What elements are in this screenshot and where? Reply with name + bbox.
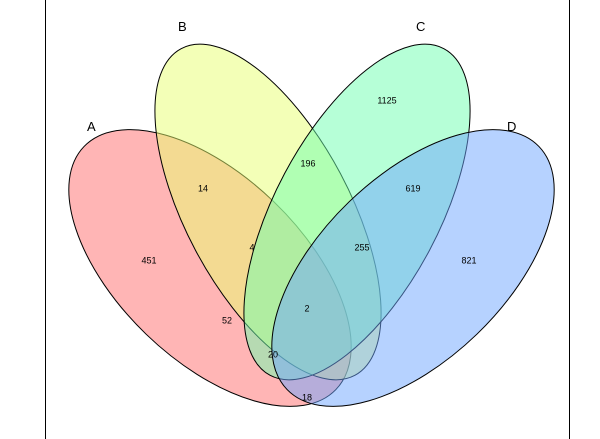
set-d-label: D xyxy=(507,119,516,134)
region-d-only-count: 821 xyxy=(461,255,476,265)
set-d-ellipse xyxy=(271,129,555,407)
region-acd-count: 20 xyxy=(268,349,278,359)
left-border-line xyxy=(45,0,46,439)
region-bcd-count: 255 xyxy=(354,242,369,252)
region-cd-count: 619 xyxy=(405,183,420,193)
right-border-line xyxy=(569,0,570,439)
region-bc-count: 196 xyxy=(300,158,315,168)
set-b-label: B xyxy=(178,19,187,34)
region-c-only-count: 1125 xyxy=(377,95,396,105)
region-a-only-count: 451 xyxy=(141,255,156,265)
region-abc-count: 4 xyxy=(249,242,254,252)
region-ad-count: 18 xyxy=(302,392,312,402)
region-ab-count: 14 xyxy=(198,183,208,193)
region-abcd-count: 2 xyxy=(304,303,309,313)
region-abd-count: 52 xyxy=(222,315,232,325)
set-a-label: A xyxy=(87,119,96,134)
set-c-label: C xyxy=(416,19,425,34)
